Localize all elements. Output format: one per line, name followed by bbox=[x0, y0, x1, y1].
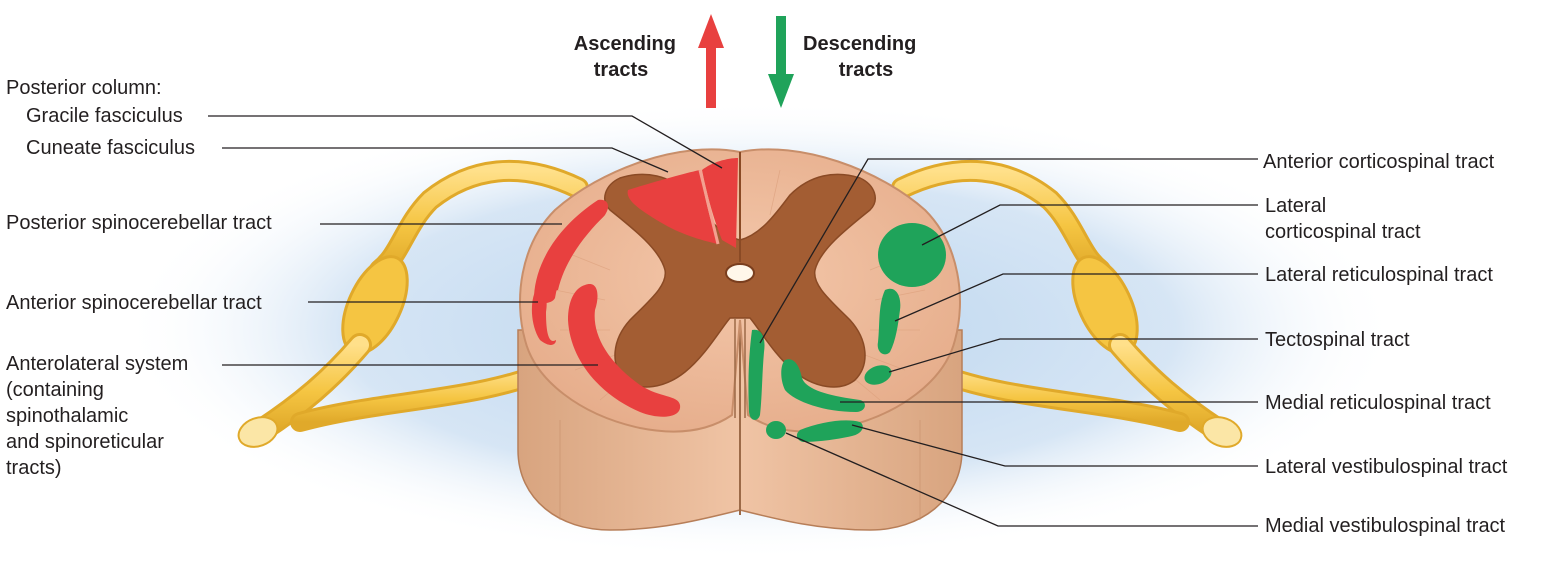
lateral-corticospinal-label-1: Lateral bbox=[1265, 195, 1326, 217]
gracile-fasciculus-shape bbox=[702, 158, 738, 248]
ascending-arrow-icon bbox=[698, 14, 724, 108]
lateral-vestibulospinal-label: Lateral vestibulospinal tract bbox=[1265, 456, 1508, 478]
left-leader-lines bbox=[208, 115, 723, 366]
medial-vestibulospinal-label: Medial vestibulospinal tract bbox=[1265, 515, 1506, 537]
ascending-label-line1: Ascending bbox=[574, 33, 676, 55]
descending-arrow-icon bbox=[768, 16, 794, 108]
medial-reticulospinal-label: Medial reticulospinal tract bbox=[1265, 392, 1491, 414]
anterior-corticospinal-label: Anterior corticospinal tract bbox=[1263, 151, 1495, 173]
anterolateral-system-label-2: (containing bbox=[6, 379, 104, 401]
medial-vestibulospinal-shape bbox=[766, 421, 786, 439]
lateral-reticulospinal-shape bbox=[877, 288, 901, 355]
anterolateral-system-label-3: spinothalamic bbox=[6, 405, 128, 427]
descending-label-line1: Descending bbox=[803, 33, 916, 55]
anterior-corticospinal-shape bbox=[748, 329, 765, 420]
posterior-spinocerebellar-band bbox=[534, 199, 609, 304]
tectospinal-label: Tectospinal tract bbox=[1265, 329, 1410, 351]
medial-reticulospinal-shape bbox=[781, 359, 865, 412]
ascending-tracts bbox=[531, 158, 738, 417]
tectospinal-shape bbox=[864, 365, 892, 385]
anterolateral-system-label-1: Anterolateral system bbox=[6, 353, 188, 375]
right-nerve-cut-end bbox=[1201, 416, 1243, 448]
anterolateral-system-shape bbox=[568, 284, 681, 417]
left-nerve-cut-end bbox=[237, 416, 279, 448]
lateral-corticospinal-label-2: corticospinal tract bbox=[1265, 221, 1421, 243]
cuneate-fasciculus-shape bbox=[627, 170, 718, 244]
central-canal bbox=[725, 263, 755, 283]
descending-label-line2: tracts bbox=[839, 59, 893, 81]
anterior-spinocerebellar-shape bbox=[531, 289, 556, 345]
ascending-label-line2: tracts bbox=[594, 59, 648, 81]
descending-tracts bbox=[748, 223, 946, 442]
lateral-reticulospinal-label: Lateral reticulospinal tract bbox=[1265, 264, 1493, 286]
posterior-column-label: Posterior column: bbox=[6, 77, 162, 99]
anterolateral-system-label-4: and spinoreticular bbox=[6, 431, 164, 453]
gracile-fasciculus-label: Gracile fasciculus bbox=[26, 105, 183, 127]
right-leader-lines bbox=[759, 158, 1258, 527]
cuneate-fasciculus-label: Cuneate fasciculus bbox=[26, 137, 195, 159]
anterolateral-system-label-5: tracts) bbox=[6, 457, 62, 479]
lateral-corticospinal-shape bbox=[878, 223, 946, 287]
posterior-spinocerebellar-label: Posterior spinocerebellar tract bbox=[6, 212, 272, 234]
lateral-vestibulospinal-shape bbox=[796, 420, 863, 442]
anterior-spinocerebellar-label: Anterior spinocerebellar tract bbox=[6, 292, 262, 314]
